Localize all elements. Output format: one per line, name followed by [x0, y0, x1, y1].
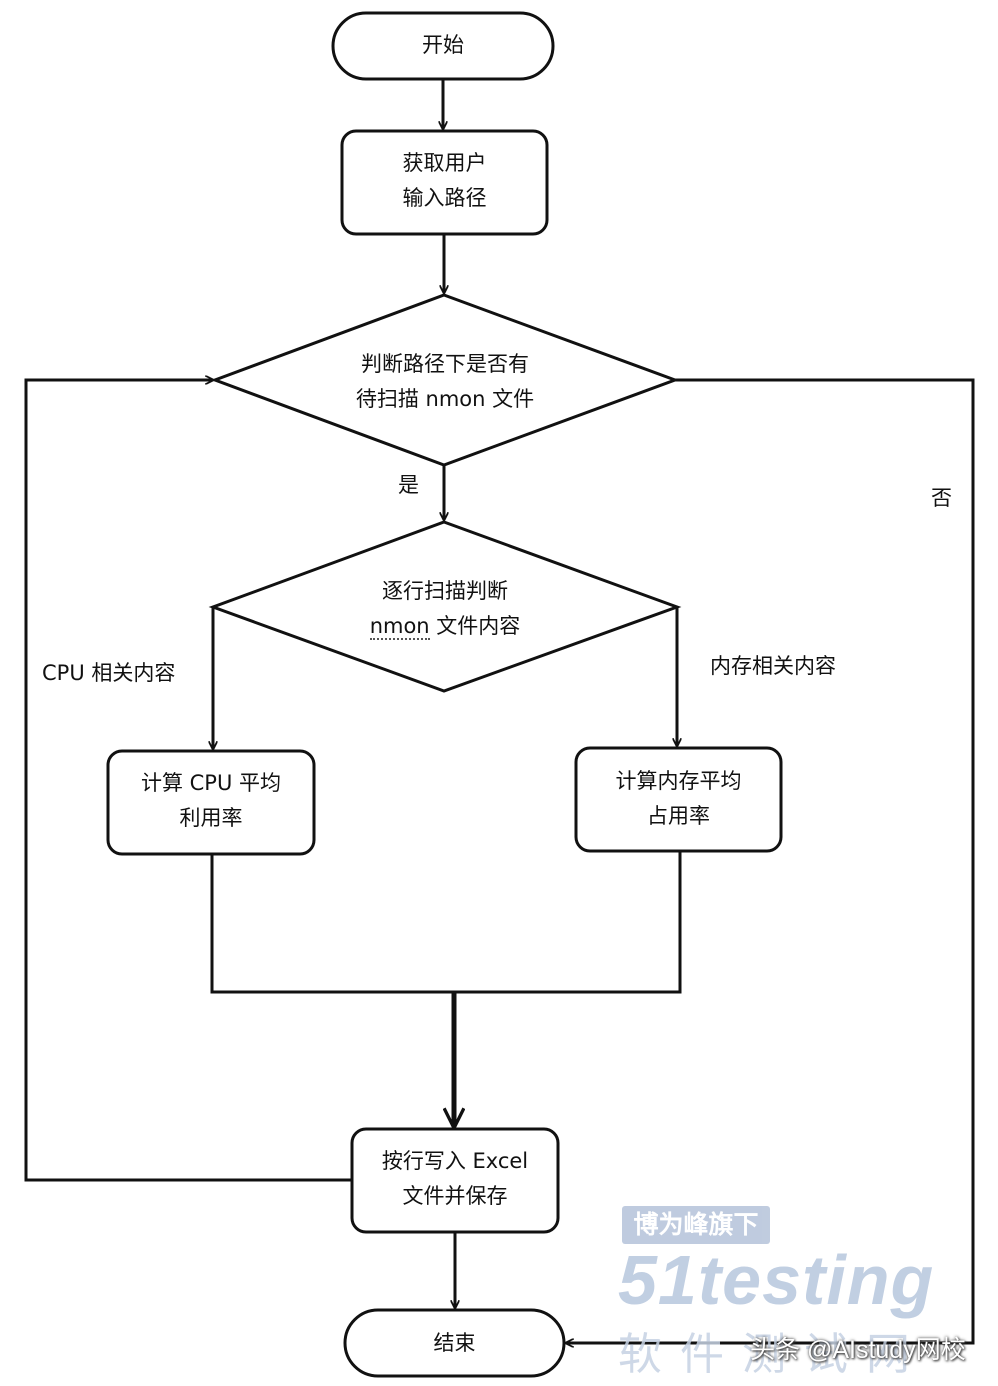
scan-line1: 逐行扫描判断 [382, 579, 508, 603]
cpu-calc-line1: 计算 CPU 平均 [140, 771, 282, 795]
get-input-line1: 获取用户 [402, 151, 487, 175]
check-files-line2: 待扫描 nmon 文件 [355, 387, 535, 411]
watermark-banner: 博为峰旗下 [622, 1206, 770, 1244]
check-files-line1: 判断路径下是否有 [361, 352, 529, 376]
end-label: 结束 [433, 1331, 476, 1355]
mem-calc-line2: 占用率 [647, 804, 710, 828]
watermark-credit: 头条 @AIstudy网校 [750, 1336, 966, 1364]
no-label: 否 [931, 486, 952, 510]
cpu-calc-label: 计算 CPU 平均 利用率 [108, 766, 314, 836]
write-excel-line2: 文件并保存 [402, 1184, 508, 1208]
write-excel-line1: 按行写入 Excel [381, 1149, 529, 1173]
scan-label: 逐行扫描判断 nmon 文件内容 [300, 574, 590, 644]
arrow-check-no-to-end [566, 378, 975, 1343]
line-cpu-down [210, 851, 682, 994]
get-input-line2: 输入路径 [402, 186, 487, 210]
end-terminal [343, 1308, 566, 1378]
write-excel-label: 按行写入 Excel 文件并保存 [352, 1144, 558, 1214]
cpu-calc-line2: 利用率 [179, 806, 243, 830]
scan-decision [208, 520, 682, 693]
check-files-label: 判断路径下是否有 待扫描 nmon 文件 [300, 347, 590, 417]
scan-nmon-word: nmon [369, 614, 430, 640]
mem-branch-label: 内存相关内容 [710, 654, 836, 678]
arrow-loop-back-to-check [24, 380, 352, 1182]
scan-line2: nmon 文件内容 [300, 609, 590, 644]
watermark-subtitle: 软件测试网 [618, 1330, 928, 1379]
watermark-logo: 51testing [618, 1241, 935, 1319]
get-input-label: 获取用户 输入路径 [342, 146, 547, 216]
mem-calc-line1: 计算内存平均 [615, 769, 742, 793]
scan-line2-rest: 文件内容 [429, 614, 521, 638]
cpu-branch-label: CPU 相关内容 [42, 661, 176, 685]
start-label: 开始 [422, 33, 464, 57]
yes-label: 是 [398, 473, 419, 497]
mem-calc-label: 计算内存平均 占用率 [576, 764, 781, 834]
